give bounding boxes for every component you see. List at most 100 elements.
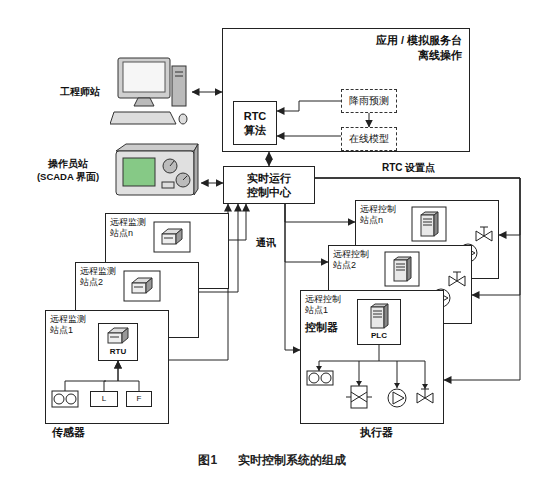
node-text: 实时运行 控制中心 [245,171,293,199]
illustration-part [484,227,485,236]
illustration-part [346,397,351,398]
illustration-part [396,270,405,271]
rtu-icon [106,327,130,345]
node-text: 远程控制 站点2 [333,249,376,271]
edge-label: 通讯 [254,236,278,249]
illustration-part [170,161,174,166]
illustration-part [54,394,64,404]
illustration-part [351,392,367,402]
illustration-part [373,317,382,318]
illustration-part [132,278,152,293]
illustration-part [396,264,405,265]
node-text: 远程监测 站点1 [50,314,93,336]
figure-caption: 图1 实时控制系统的组成 [0,452,545,468]
connector [104,361,118,391]
illustration-part [425,389,426,398]
illustration-part [162,234,176,244]
illustration-part [110,112,176,124]
offline-server-box: 应用 / 模拟服务台 离线操作 RTC 算法 降雨预测在线模型 [222,28,470,152]
illustration-part [162,182,174,188]
illustration-part [123,158,155,186]
node-text: L [102,394,106,404]
illustration-part [132,283,146,293]
illustration-part [164,238,173,239]
rtu-box: RTU [98,323,138,361]
node-text: 工程师站 [60,85,100,99]
illustration-part [194,144,198,195]
forecast-box: 降雨预测 [341,89,397,113]
node-text: 在线模型 [349,132,389,146]
plc-icon [368,303,390,329]
illustration-part [118,58,170,98]
node-text: 应用 / 模拟服务台 离线操作 [367,33,462,63]
illustration-part [373,311,382,312]
scada-terminal-illustration [114,142,199,198]
illustration-part [351,392,367,402]
illustration-part [388,389,406,407]
node-subtitle: 控制器 [305,320,342,334]
illustration-part [412,207,446,241]
part-label: 执行器 [360,425,393,439]
node-text: 操作员站 (SCADA 界面) [32,157,104,183]
illustration-part [385,252,419,286]
flow-sensor-box: F [126,391,152,407]
illustration-part [480,227,488,228]
illustration-part [423,222,432,223]
illustration-part [179,114,187,124]
control-center-box: 实时运行 控制中心 [223,166,315,204]
illustration-part [371,307,384,328]
illustration-part [423,219,432,220]
illustration-part [423,225,432,226]
illustration-part [108,333,122,343]
node-text: 远程监测 站点n [110,217,153,239]
illustration-part [124,271,160,301]
connector [285,204,355,222]
illustration-part [154,222,190,252]
illustration-part [66,394,76,404]
illustration-part [394,257,411,281]
connector [277,101,341,111]
illustration-part [453,272,461,273]
operator-station: 操作员站 (SCADA 界面) [30,140,201,200]
illustration-part [116,151,194,195]
connector [285,204,328,262]
illustration-part [457,272,458,281]
node-text: RTU [110,347,126,357]
connector [269,152,270,166]
computer-illustration [110,56,190,128]
illustration-part [163,159,177,173]
illustration-part [134,98,154,106]
illustration-part [316,366,322,371]
illustration-part [421,215,434,236]
illustration-part [176,173,190,187]
illustration-part [175,76,183,77]
connector [369,113,370,127]
illustration-part [396,267,405,268]
illustration-part [422,384,428,389]
node-text: RTC 算法 [242,109,268,137]
illustration-part [162,229,182,244]
monitor-station-box: 远程监测 站点1RTU L F [45,310,169,424]
illustration-part [307,371,333,385]
illustration-part [319,361,425,362]
node-text: 远程监测 站点2 [80,266,123,288]
illustration-part [110,337,119,338]
illustration-part [52,391,78,407]
illustration-part [116,144,198,151]
illustration-part [384,304,388,328]
illustration-part [393,392,404,404]
illustration-part [134,287,143,288]
illustration-part [175,72,183,73]
illustration-part [122,328,128,343]
illustration-part [367,397,372,398]
illustration-part [394,383,400,388]
illustration-part [321,373,331,383]
illustration-part [123,62,165,92]
connector [277,136,341,137]
connector [118,361,139,391]
engineer-station: 工程师站 [58,54,192,130]
illustration-part [421,389,429,390]
illustration-part [356,381,362,386]
node-text: 远程控制 站点n [360,204,403,226]
